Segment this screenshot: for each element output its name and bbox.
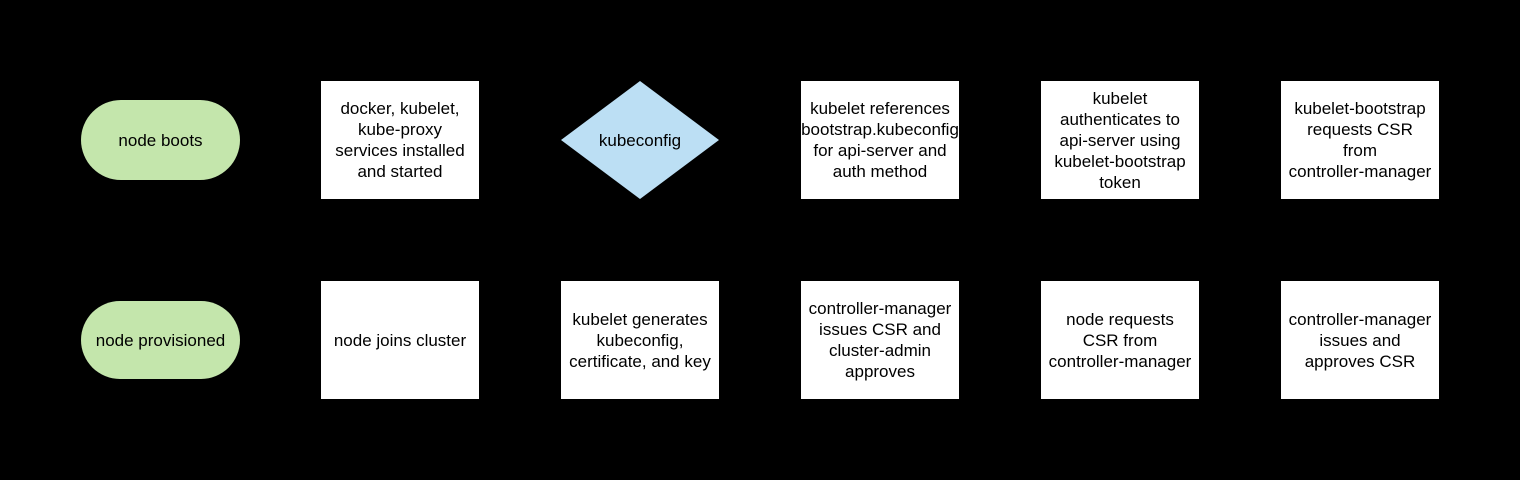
controller-manager-issues-csr-cluster-admin-step: controller-manager issues CSR and cluste… <box>801 281 959 399</box>
node-boots-label: node boots <box>118 130 203 150</box>
kubelet-generates-kubeconfig-label: kubelet generates kubeconfig, certificat… <box>569 309 711 371</box>
kubelet-references-bootstrap-step: kubelet references bootstrap.kubeconfig … <box>801 81 959 199</box>
services-installed-label: docker, kubelet, kube-proxy services ins… <box>335 99 465 181</box>
node-requests-csr-label: node requests CSR from controller-manage… <box>1048 309 1192 371</box>
kubelet-authenticates-label: kubelet authenticates to api-server usin… <box>1054 88 1186 192</box>
kubelet-references-bootstrap-label: kubelet references bootstrap.kubeconfig … <box>801 99 959 181</box>
services-installed-step: docker, kubelet, kube-proxy services ins… <box>321 81 479 199</box>
controller-manager-approves-csr-label: controller-manager issues and approves C… <box>1288 309 1432 371</box>
node-requests-csr-step: node requests CSR from controller-manage… <box>1041 281 1199 399</box>
kubelet-bootstrap-requests-csr-step: kubelet-bootstrap requests CSR from cont… <box>1281 81 1439 199</box>
node-joins-cluster-label: node joins cluster <box>333 330 467 350</box>
kubeconfig-decision-label: kubeconfig <box>598 130 682 150</box>
controller-manager-issues-csr-cluster-admin-label: controller-manager issues CSR and cluste… <box>808 299 952 381</box>
node-provisioned-terminator: node provisioned <box>81 301 240 379</box>
node-joins-cluster-step: node joins cluster <box>321 281 479 399</box>
kubelet-generates-kubeconfig-step: kubelet generates kubeconfig, certificat… <box>561 281 719 399</box>
kubelet-bootstrap-requests-csr-label: kubelet-bootstrap requests CSR from cont… <box>1288 99 1432 181</box>
node-boots-terminator: node boots <box>81 100 240 180</box>
controller-manager-approves-csr-step: controller-manager issues and approves C… <box>1281 281 1439 399</box>
node-provisioned-label: node provisioned <box>95 330 226 350</box>
kubeconfig-decision: kubeconfig <box>561 81 719 199</box>
kubelet-authenticates-step: kubelet authenticates to api-server usin… <box>1041 81 1199 199</box>
